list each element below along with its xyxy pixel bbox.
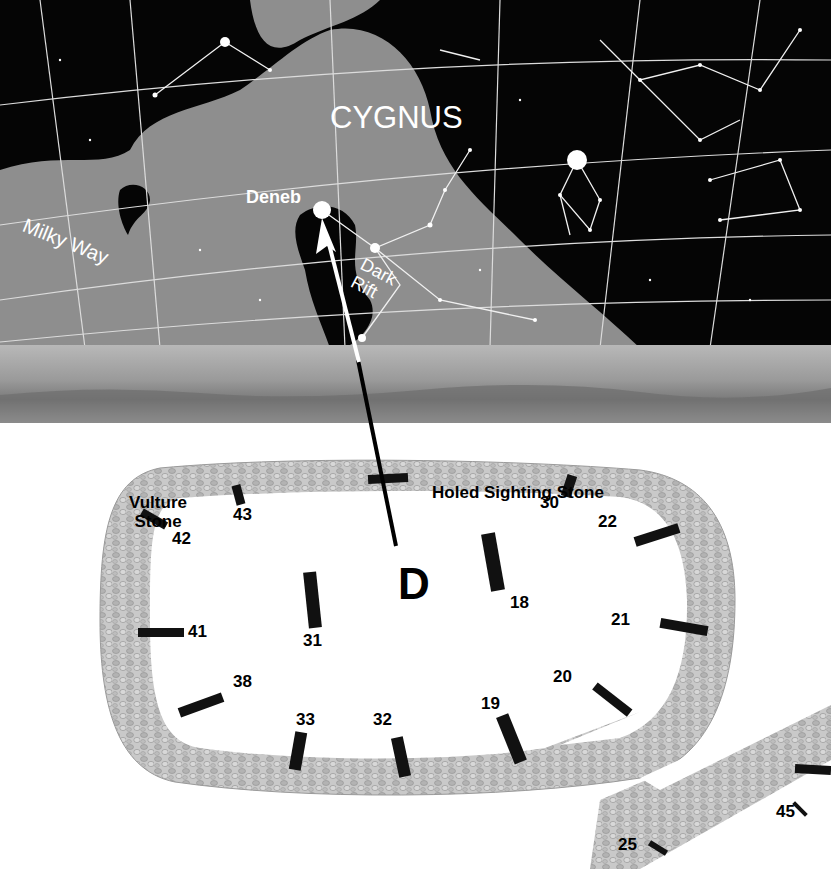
callout-number: 18 [510, 594, 540, 613]
callout-number: 33 [296, 711, 326, 730]
callout-number: 31 [303, 632, 333, 651]
callout-number: 25 [618, 836, 648, 855]
callout-number: 30 [540, 494, 570, 513]
callout-number: 45 [776, 803, 806, 822]
callout-number: 32 [373, 711, 403, 730]
callout-number: 41 [188, 623, 218, 642]
callout-number: 22 [598, 513, 628, 532]
callout-number: 38 [233, 673, 263, 692]
callout-number: 20 [553, 668, 583, 687]
stone-name: Holed Sighting Stone [428, 484, 608, 503]
star-name: Deneb [246, 188, 326, 208]
callout-number: 19 [481, 695, 511, 714]
callout-number: 42 [172, 530, 202, 549]
enclosure-letter: D [398, 560, 448, 608]
callout-number: 21 [611, 611, 641, 630]
stone-name: Vulture Stone [108, 494, 208, 531]
constellation-name: CYGNUS [330, 101, 510, 135]
callout-number: 43 [233, 506, 263, 525]
